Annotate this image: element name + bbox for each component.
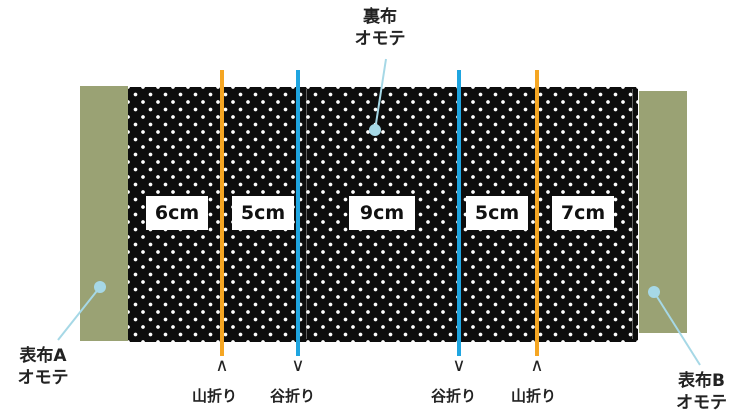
outer-a-label: 表布A オモテ — [0, 345, 86, 389]
measurement-5cm-right: 5cm — [466, 196, 528, 230]
mountain-fold-line-1 — [220, 70, 224, 356]
fold-label-valley-2: 谷折り — [431, 387, 477, 405]
valley-fold-symbol: ∨ — [452, 355, 466, 376]
fold-label-mountain-2: 山折り — [511, 387, 557, 405]
outer-fabric-b — [639, 91, 687, 333]
mountain-fold-symbol: ∧ — [530, 355, 544, 376]
outer-b-label: 表布B オモテ — [660, 370, 743, 414]
measurement-6cm: 6cm — [146, 196, 208, 230]
lining-label: 裏布 オモテ — [340, 6, 420, 50]
measurement-5cm-left: 5cm — [232, 196, 294, 230]
outer-a-label-line2: オモテ — [17, 368, 69, 388]
outer-b-label-line2: オモテ — [676, 393, 727, 413]
measurement-7cm: 7cm — [552, 196, 614, 230]
fabric-seam — [632, 89, 633, 339]
lining-label-line1: 裏布 — [363, 7, 397, 27]
fold-label-mountain-1: 山折り — [192, 387, 238, 405]
measurement-9cm: 9cm — [349, 196, 415, 230]
mountain-fold-line-2 — [535, 70, 539, 356]
valley-fold-symbol: ∨ — [291, 355, 305, 376]
outer-b-label-line1: 表布B — [678, 371, 725, 391]
fold-label-valley-1: 谷折り — [270, 387, 316, 405]
lining-pointer-dot — [369, 124, 381, 136]
fabric-seam — [306, 89, 307, 339]
outer-a-pointer-dot — [94, 281, 106, 293]
lining-label-line2: オモテ — [354, 29, 406, 49]
valley-fold-line-1 — [296, 70, 300, 356]
outer-a-label-line1: 表布A — [19, 346, 67, 366]
mountain-fold-symbol: ∧ — [215, 355, 229, 376]
outer-fabric-a — [80, 86, 128, 341]
valley-fold-line-2 — [457, 70, 461, 356]
outer-b-pointer-dot — [648, 286, 660, 298]
